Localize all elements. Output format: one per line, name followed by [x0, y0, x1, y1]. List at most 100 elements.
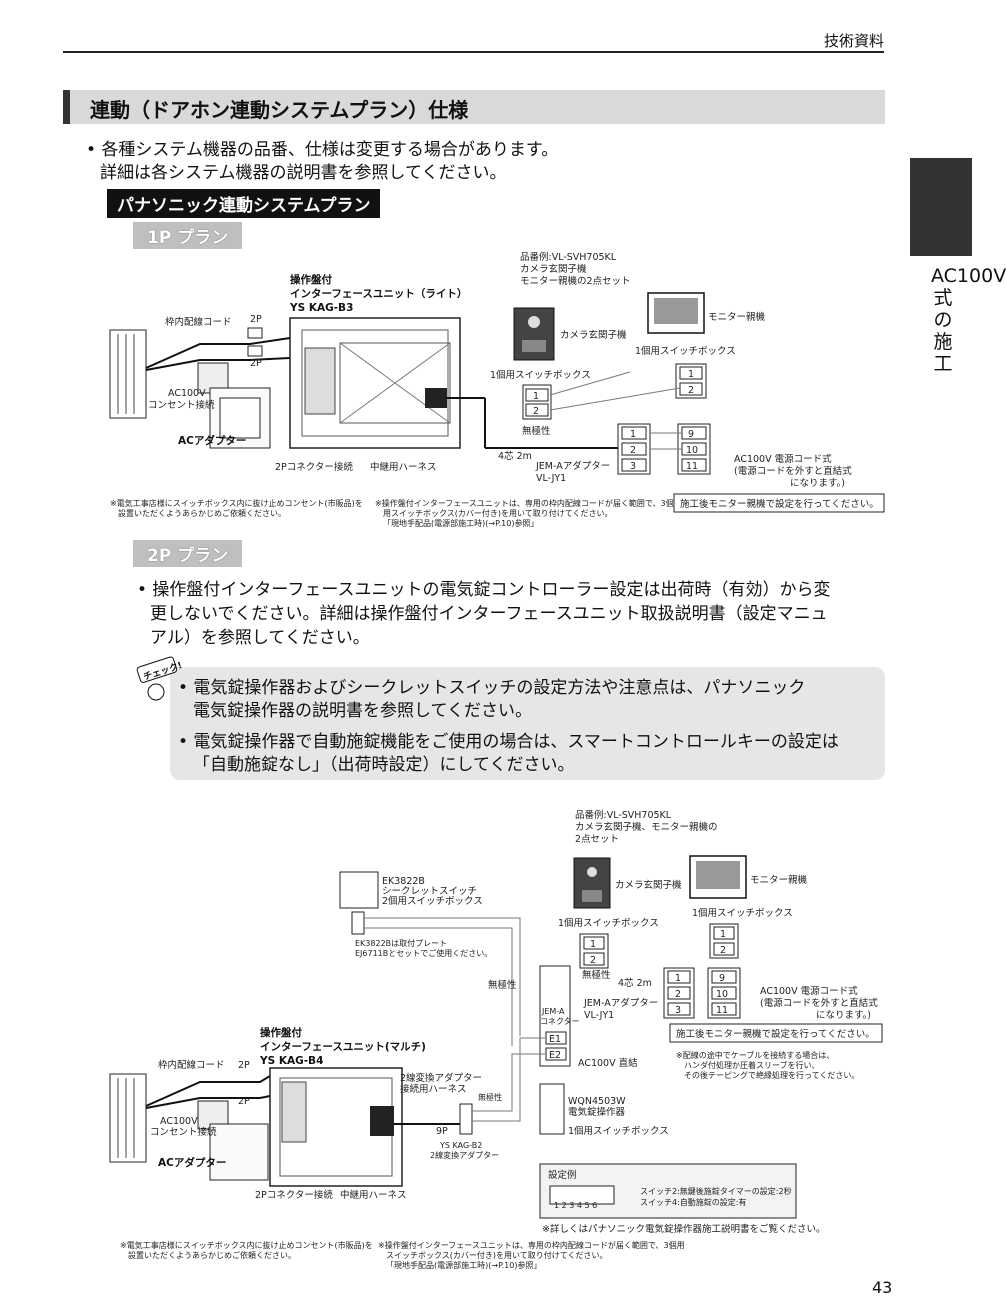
d2-unit-model: YS KAG-B4	[259, 1055, 323, 1067]
svg-text:設定例: 設定例	[548, 1169, 577, 1181]
d2-part-no-2: カメラ玄関子機、モニター親機の	[575, 821, 718, 833]
svg-text:シークレットスイッチ: シークレットスイッチ	[382, 886, 477, 897]
svg-text:E1: E1	[549, 1034, 561, 1045]
header-label: 技術資料	[823, 32, 884, 50]
check-line-3: • 電気錠操作器で自動施錠機能をご使用の場合は、スマートコントロールキーの設定は	[178, 732, 839, 752]
plan2-bullet-3: アル）を参照してください。	[150, 628, 370, 648]
plan1-jem-1: JEM-Aアダプター	[535, 460, 610, 472]
plan1-jem-2: VL-JY1	[536, 473, 566, 484]
header-rule	[63, 51, 884, 53]
plan1-monitor-label: モニター親機	[708, 311, 766, 323]
plan1-note-right-1: ※操作盤付インターフェースユニットは、専用の枠内配線コードが届く範囲で、3個	[375, 498, 674, 508]
svg-text:11: 11	[686, 461, 698, 472]
svg-text:3: 3	[630, 461, 636, 472]
plan1-2p-b: 2P	[250, 358, 262, 369]
svg-text:EK3822B: EK3822B	[382, 876, 425, 887]
plan1-label: 1P プラン	[133, 222, 243, 249]
d2-door-frame	[109, 1073, 147, 1163]
plan1-2p-a: 2P	[250, 314, 262, 325]
d2-ac-adapter-label: ACアダプター	[158, 1156, 226, 1169]
svg-text:2P: 2P	[238, 1096, 250, 1107]
svg-text:YS KAG-B2: YS KAG-B2	[439, 1141, 482, 1150]
intro-line-2: 詳細は各システム機器の説明書を参照してください。	[100, 163, 507, 183]
svg-text:9: 9	[719, 973, 725, 984]
side-tab-text: AC100V式の施工	[931, 265, 1006, 375]
plan1-cord-1: AC100V 電源コード式	[734, 453, 832, 465]
check-line-2: 電気錠操作器の説明書を参照してください。	[193, 701, 532, 721]
plan1-part-no-1: 品番例:VL-SVH705KL	[520, 251, 617, 263]
d2-ac-direct: AC100V 直結	[578, 1057, 638, 1069]
d2-jem-2: VL-JY1	[584, 1010, 614, 1021]
svg-text:「現地手配品(電源部施工時)(→P.10)参照」: 「現地手配品(電源部施工時)(→P.10)参照」	[386, 1260, 542, 1270]
check-note-box	[170, 667, 885, 780]
d2-cord-1: AC100V 電源コード式	[760, 985, 858, 997]
svg-text:1: 1	[688, 369, 694, 380]
plan1-cord-3: になります。)	[790, 478, 845, 489]
svg-text:1: 1	[720, 929, 726, 940]
d2-lock-operator	[539, 1083, 565, 1135]
svg-text:AC100V: AC100V	[160, 1116, 198, 1127]
svg-text:1: 1	[630, 429, 636, 440]
svg-text:※配線の途中でケーブルを接続する場合は、: ※配線の途中でケーブルを接続する場合は、	[676, 1050, 834, 1060]
d2-unit-title-1: 操作盤付	[260, 1026, 302, 1039]
plan1-note-right-2: 用スイッチボックス(カバー付き)を用いて取り付けてください。	[383, 508, 613, 518]
svg-text:WQN4503W: WQN4503W	[568, 1096, 626, 1107]
d2-cord-3: になります。)	[816, 1010, 871, 1021]
plan1-harness-label: 中継用ハーネス	[370, 461, 437, 473]
plan1-cord-2: (電源コードを外すと直結式	[734, 465, 852, 477]
d2-secret-switch	[339, 871, 379, 909]
svg-text:スイッチ2:無鍵後施錠タイマーの設定:2秒: スイッチ2:無鍵後施錠タイマーの設定:2秒	[640, 1186, 792, 1196]
svg-text:EJ6711Bとセットでご使用ください。: EJ6711Bとセットでご使用ください。	[355, 948, 492, 958]
check-line-1: • 電気錠操作器およびシークレットスイッチの設定方法や注意点は、パナソニック	[178, 678, 806, 698]
page-number: 43	[872, 1278, 893, 1297]
svg-text:コンセント接続: コンセント接続	[150, 1126, 217, 1138]
d2-nonpolar-c: 無極性	[478, 1092, 502, 1102]
svg-text:その後テーピングで絶縁処理を行ってください。: その後テーピングで絶縁処理を行ってください。	[684, 1070, 859, 1080]
d2-part-no-3: 2点セット	[575, 834, 619, 845]
check-badge-icon: チェック!	[136, 656, 184, 701]
d2-setting-box	[669, 1023, 883, 1043]
plan1-part-no-3: モニター親機の2点セット	[520, 275, 631, 287]
d2-setting-text: 施工後モニター親機で設定を行ってください。	[676, 1028, 875, 1040]
plan2-wiring-diagram: 品番例:VL-SVH705KL カメラ玄関子機、モニター親機の 2点セット カメ…	[109, 809, 883, 1270]
plan1-note-left-2: 設置いただくようあらかじめご依頼ください。	[118, 508, 286, 518]
d2-box-mon: 1個用スイッチボックス	[692, 907, 793, 919]
d2-harness-label: 中継用ハーネス	[340, 1189, 407, 1201]
wall-cord-label: 枠内配線コード	[165, 316, 232, 328]
plan1-note-left-1: ※電気工事店様にスイッチボックス内に抜け止めコンセント(市販品)を	[110, 498, 363, 508]
plan1-wiring-diagram: 枠内配線コード 2P 2P AC100V コンセント接続 ACアダプター 操作盤…	[109, 251, 885, 528]
svg-text:コネクター: コネクター	[540, 1017, 580, 1026]
svg-text:9: 9	[688, 429, 694, 440]
plan1-note-right-3: 「現地手配品(電源部施工時)(→P.10)参照」	[383, 518, 539, 528]
svg-text:2個用スイッチボックス: 2個用スイッチボックス	[382, 895, 483, 907]
svg-text:※操作盤付インターフェースユニットは、専用の枠内配線コードが: ※操作盤付インターフェースユニットは、専用の枠内配線コードが届く範囲で、3個用	[378, 1240, 685, 1250]
svg-text:2: 2	[630, 445, 636, 456]
svg-text:1: 1	[675, 973, 681, 984]
svg-text:11: 11	[716, 1005, 728, 1016]
d2-wall-cord: 枠内配線コード	[158, 1059, 225, 1071]
svg-text:1: 1	[533, 391, 539, 402]
svg-text:ハンダ付処理か圧着スリーブを行い、: ハンダ付処理か圧着スリーブを行い、	[684, 1060, 820, 1070]
plan1-connector-label: 2Pコネクター接続	[275, 461, 353, 473]
plan2-bullet-1: • 操作盤付インターフェースユニットの電気錠コントローラー設定は出荷時（有効）か…	[137, 580, 831, 600]
d2-detail-note: ※詳しくはパナソニック電気錠操作器施工説明書をご覧ください。	[542, 1223, 825, 1235]
plan-header: パナソニック連動システムプラン	[107, 189, 381, 218]
plan1-box-2: 1個用スイッチボックス	[635, 345, 736, 357]
d2-box-cam: 1個用スイッチボックス	[558, 917, 659, 929]
section-title: 連動（ドアホン連動システムプラン）仕様	[90, 98, 469, 122]
plan2-bullet-2: 更しないでください。詳細は操作盤付インターフェースユニット取扱説明書（設定マニュ	[150, 604, 828, 624]
side-tab	[910, 158, 972, 256]
svg-text:10: 10	[716, 989, 728, 1000]
camera-door-unit	[513, 307, 555, 361]
d2-monitor-label: モニター親機	[750, 874, 808, 886]
svg-text:2: 2	[675, 989, 681, 1000]
ac-adapter-label: ACアダプター	[178, 434, 246, 447]
svg-text:2: 2	[720, 945, 726, 956]
door-frame	[109, 329, 147, 419]
svg-text:電気錠操作器: 電気錠操作器	[568, 1106, 626, 1118]
plan1-camera-label: カメラ玄関子機	[560, 329, 627, 341]
d2-connector-label: 2Pコネクター接続	[255, 1189, 333, 1201]
plan1-wire-label: 4芯 2m	[498, 450, 532, 462]
svg-text:EK3822Bは取付プレート: EK3822Bは取付プレート	[355, 938, 447, 948]
svg-text:2: 2	[590, 955, 596, 966]
